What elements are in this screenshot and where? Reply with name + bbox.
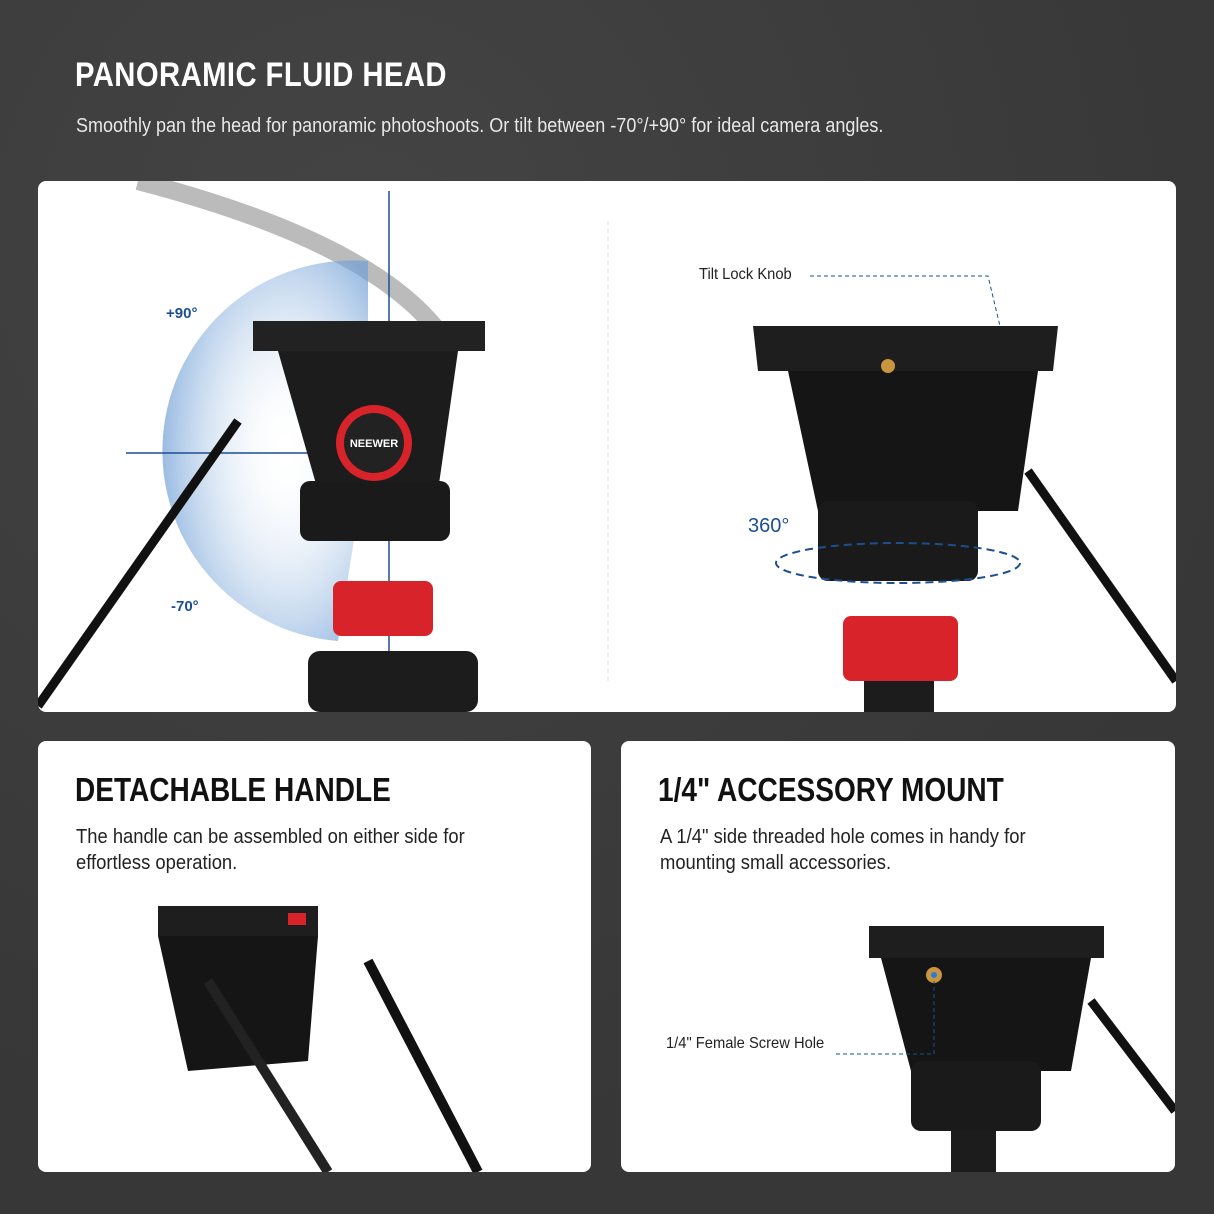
screw-hole-callout: 1/4" Female Screw Hole <box>666 1035 825 1052</box>
handle-title: DETACHABLE HANDLE <box>75 771 391 808</box>
tilt-down-angle: -70° <box>171 598 199 615</box>
handle-illustration <box>158 906 483 1172</box>
mount-title: 1/4" ACCESSORY MOUNT <box>658 771 1004 808</box>
page-subtitle: Smoothly pan the head for panoramic phot… <box>76 115 884 137</box>
handle-description: The handle can be assembled on either si… <box>76 826 465 874</box>
pan-angle: 360° <box>748 515 790 537</box>
brand-logo: NEEWER <box>350 438 398 450</box>
mount-illustration <box>836 926 1175 1172</box>
accessory-mount-panel: 1/4" ACCESSORY MOUNT A 1/4" side threade… <box>621 741 1175 1172</box>
tilt-lock-knob-callout: Tilt Lock Knob <box>699 266 792 283</box>
mount-description: A 1/4" side threaded hole comes in handy… <box>660 826 1026 874</box>
page-title: PANORAMIC FLUID HEAD <box>75 56 447 94</box>
fluid-head-illustration: NEEWER <box>38 181 1176 712</box>
tilt-up-angle: +90° <box>166 305 198 322</box>
detachable-handle-panel: DETACHABLE HANDLE The handle can be asse… <box>38 741 591 1172</box>
tilt-pan-panel: NEEWER +90° -70° 360° Tilt Lock Knob <box>38 181 1176 712</box>
